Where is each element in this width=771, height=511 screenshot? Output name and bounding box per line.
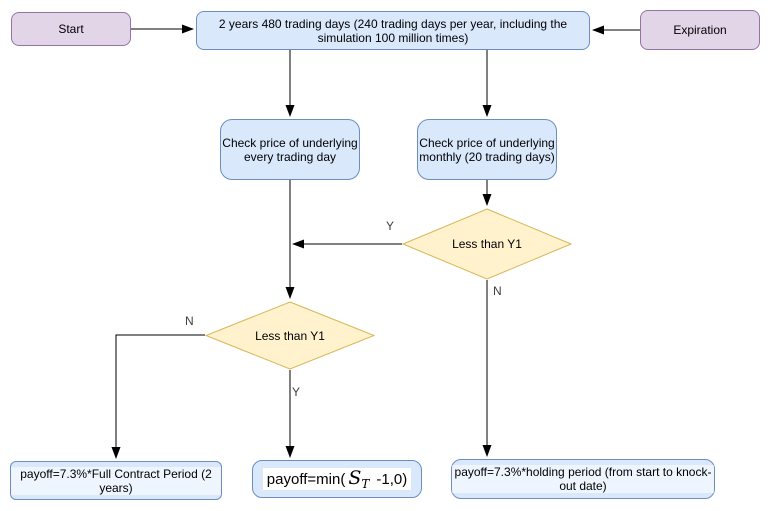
payoff-min-prefix: payoff=min( (266, 471, 346, 488)
diamond-shape (205, 301, 375, 370)
edge-label-daily-no: N (184, 314, 195, 328)
edge-label-monthly-yes: Y (385, 219, 396, 233)
expiration-label: Expiration (673, 23, 727, 37)
node-payoff-min: payoff=min(ST -1,0) (252, 460, 422, 498)
decision-daily-label: Less than Y1 (255, 328, 325, 343)
diamond-shape (402, 208, 572, 280)
node-check-monthly: Check price of underlying monthly (20 tr… (417, 119, 557, 180)
edge-decision-daily-no (111, 334, 205, 459)
payoff-holding-label: payoff=7.3%*holding period (from start t… (452, 465, 714, 493)
node-payoff-full-period: payoff=7.3%*Full Contract Period (2 year… (10, 461, 222, 500)
simulation-label: 2 years 480 trading days (240 trading da… (218, 16, 568, 45)
node-expiration: Expiration (640, 10, 760, 50)
edge-label-monthly-no: N (492, 284, 503, 298)
node-check-daily: Check price of underlying every trading … (220, 119, 360, 180)
edge-label-daily-yes: Y (291, 385, 302, 399)
start-label: Start (58, 22, 84, 36)
node-payoff-holding-period: payoff=7.3%*holding period (from start t… (451, 459, 715, 499)
payoff-min-label: payoff=min(ST -1,0) (262, 467, 412, 491)
decision-less-than-y1-daily: Less than Y1 (205, 301, 375, 370)
decision-less-than-y1-monthly: Less than Y1 (402, 208, 572, 280)
payoff-full-label: payoff=7.3%*Full Contract Period (2 year… (11, 466, 221, 495)
payoff-min-suffix: -1,0) (376, 471, 408, 488)
check-daily-label: Check price of underlying every trading … (222, 135, 358, 164)
node-simulation-params: 2 years 480 trading days (240 trading da… (196, 11, 590, 50)
node-start: Start (11, 12, 131, 46)
decision-monthly-label: Less than Y1 (452, 237, 522, 251)
math-var-s: S (348, 467, 362, 489)
math-sub-t: T (361, 477, 370, 491)
check-monthly-label: Check price of underlying monthly (20 tr… (419, 135, 555, 164)
